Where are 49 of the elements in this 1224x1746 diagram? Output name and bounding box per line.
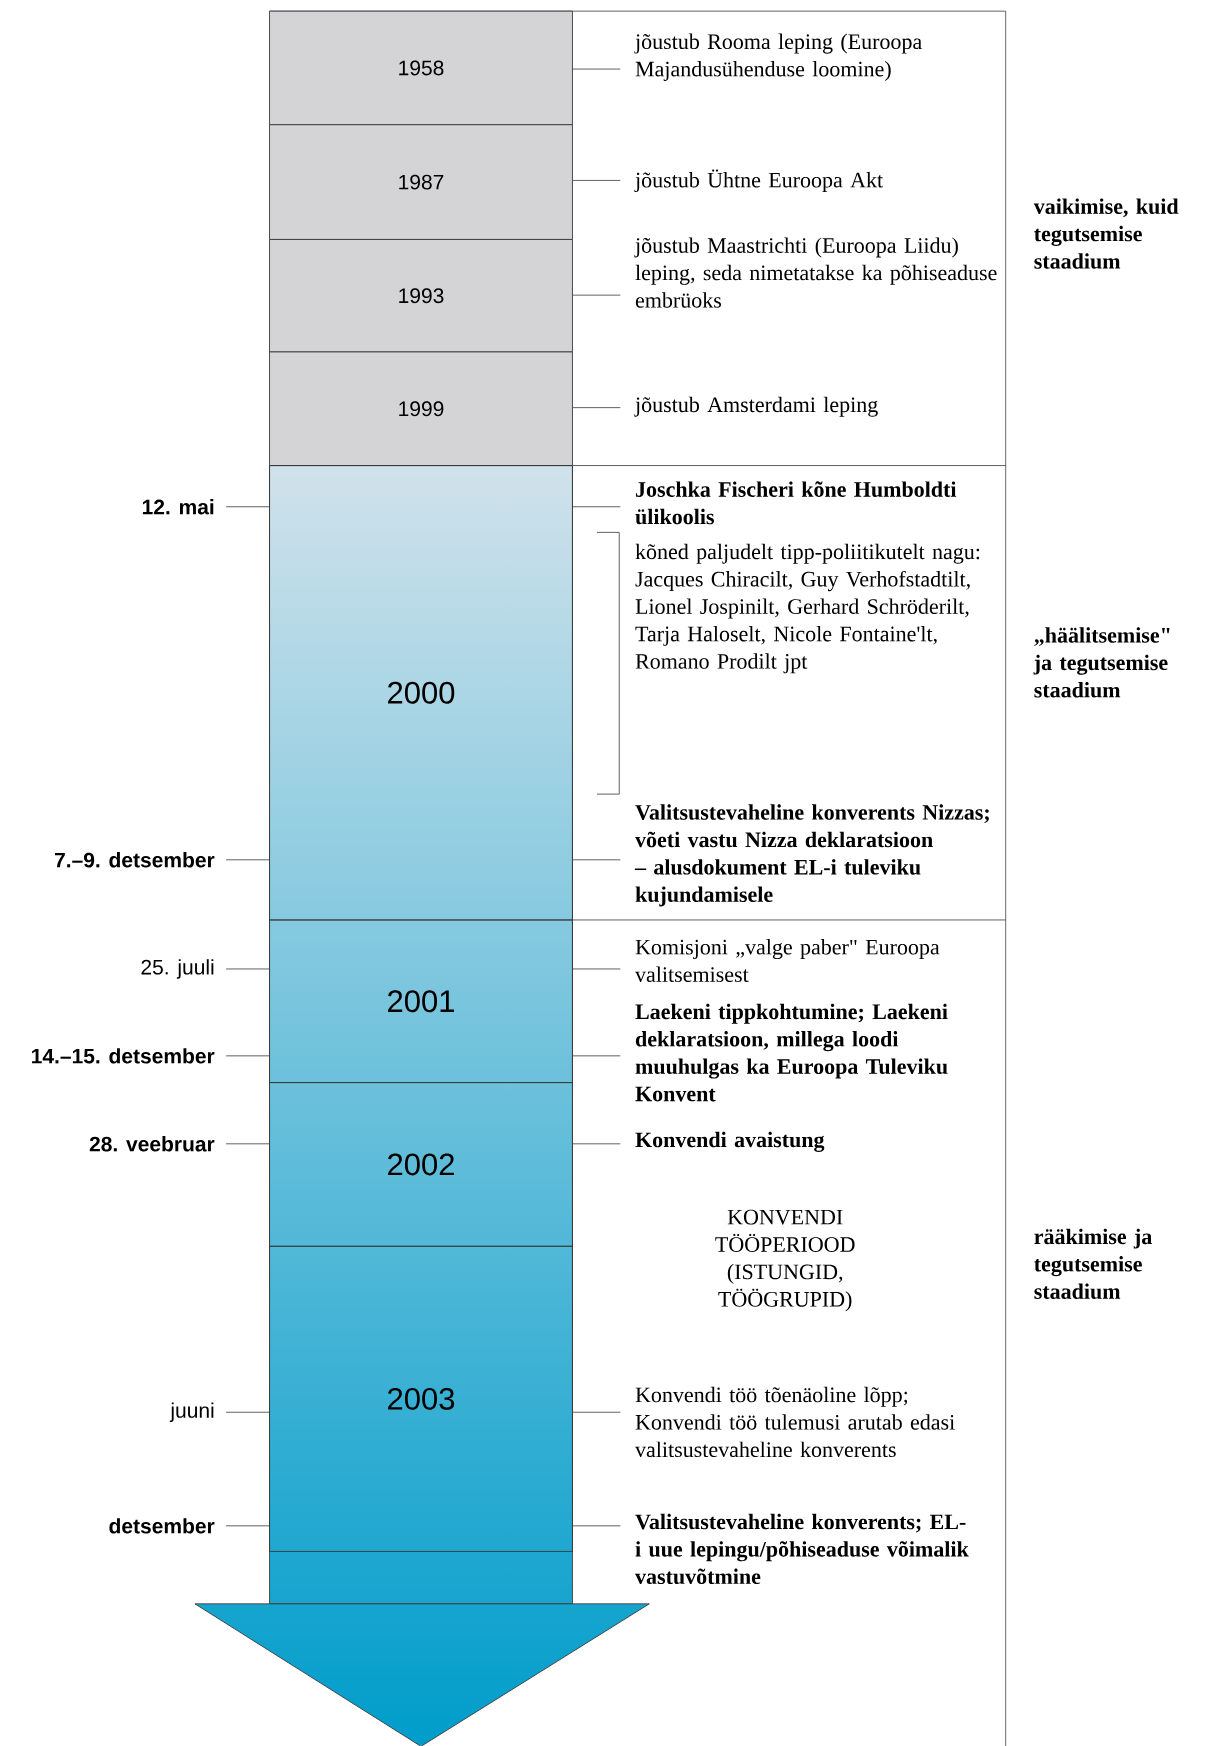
- leader-line: [225, 1525, 270, 1527]
- leader-line: [225, 859, 270, 861]
- date-label: 7.–9. detsember: [54, 852, 215, 868]
- stage-label: „häälitsemise" ja tegutsemise staadium: [1033, 627, 1170, 698]
- leader-line: [572, 968, 621, 970]
- leader-line: [225, 1143, 270, 1145]
- event-text: jõustub Ühtne Euroopa Akt: [634, 169, 883, 192]
- leader-line: [225, 1411, 270, 1413]
- year-box: 1987: [269, 124, 573, 240]
- leader-line: [225, 1055, 270, 1057]
- year-box: 1999: [269, 351, 573, 466]
- date-label: 25. juuli: [141, 959, 214, 979]
- leader-line: [572, 1143, 621, 1145]
- year-box: 2002: [269, 1082, 573, 1247]
- event-text: Laekeni tippkohtumine; Laekeni deklaratsioon, millega loodi muuhulgas ka Euroopa Tuleviku Konvent: [635, 1003, 948, 1102]
- stage-label: vaikimise, kuid tegutsemise staadium: [1033, 198, 1179, 269]
- year-box: 1958: [269, 10, 573, 126]
- year-box: 1993: [269, 239, 573, 353]
- stage-label: rääkimise ja tegutsemise staadium: [1034, 1228, 1152, 1299]
- event-text: Joschka Fischeri kõne Humboldti ülikoolis: [635, 481, 957, 525]
- leader-line: [572, 506, 621, 508]
- leader-line: [572, 1525, 621, 1527]
- note-text: kõned paljudelt tipp-poliitikutelt nagu: Jacques Chiracilt, Guy Verhofstadtilt, Lionel Jospinilt, Gerhard Schröderilt, Tarja Haloselt, Nicole Fontaine'lt, Romano Prodilt jpt: [635, 543, 980, 674]
- event-text: jõustub Rooma leping (Euroopa Majandusühenduse loomine): [634, 33, 922, 81]
- event-text: Konvendi avaistung: [635, 1131, 825, 1152]
- date-label: 12. mai: [142, 499, 214, 515]
- leader-line: [572, 294, 621, 296]
- event-text: Konvendi töö tõenäoline lõpp; Konvendi töö tulemusi arutab edasi valitsustevaheline konverents: [635, 1386, 955, 1458]
- leader-line: [572, 407, 621, 409]
- date-label: 28. veebruar: [89, 1136, 215, 1152]
- leader-line: [572, 1055, 621, 1057]
- leader-line: [572, 68, 621, 70]
- event-text: Komisjoni „valge paber" Euroopa valitsemisest: [635, 939, 940, 982]
- leader-line: [572, 180, 621, 181]
- date-label: 14.–15. detsember: [32, 1048, 215, 1064]
- year-box: 2000: [269, 465, 573, 921]
- leader-line: [225, 968, 270, 970]
- leader-line: [572, 1411, 621, 1413]
- event-text: jõustub Amsterdami leping: [634, 396, 878, 417]
- event-text: Valitsustevaheline konverents Nizzas; võeti vastu Nizza deklaratsioon – alusdokument EL-i tuleviku kujundamisele: [634, 804, 989, 907]
- event-text: jõustub Maastrichti (Euroopa Liidu) leping, seda nimetatakse ka põhiseaduse embrüoks: [634, 237, 997, 308]
- event-text: Valitsustevaheline konverents; EL-i uue lepingu/põhiseaduse võimalik vastuvõtmine: [635, 1513, 969, 1585]
- leader-line: [572, 859, 621, 861]
- leader-line: [225, 506, 270, 508]
- date-label: juuni: [169, 1402, 214, 1423]
- date-label: detsember: [109, 1518, 215, 1534]
- period-label: KONVENDI TÖÖPERIOOD (ISTUNGID, TÖÖGRUPID): [715, 1209, 855, 1312]
- year-box: 2003: [269, 1245, 573, 1552]
- year-box: 2001: [269, 919, 573, 1083]
